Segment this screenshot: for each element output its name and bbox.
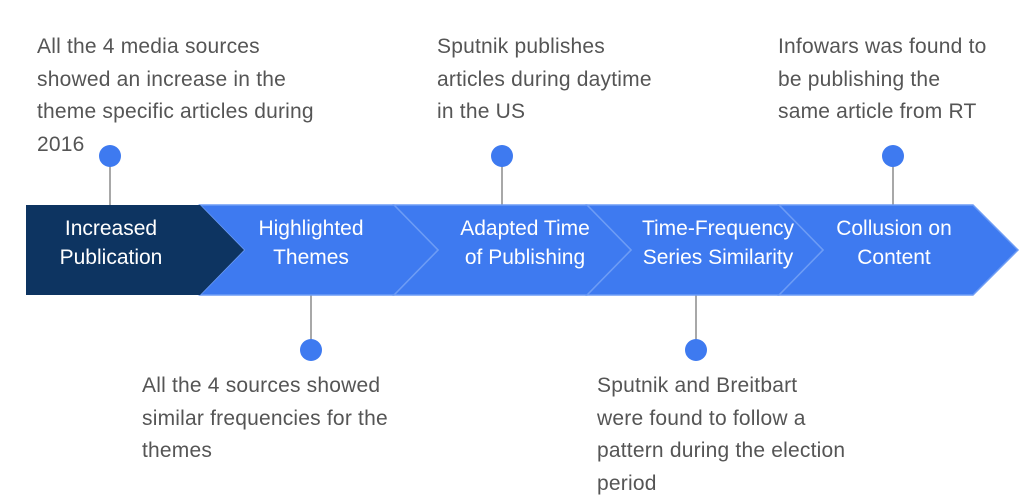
- marker-dot-step-1: [99, 145, 121, 167]
- note-step-3: Sputnik publishes articles during daytim…: [437, 35, 652, 123]
- step-label-3: Adapted Time of Publishing: [460, 217, 590, 269]
- note-step-5: Infowars was found to be publishing the …: [778, 35, 987, 123]
- note-step-2: All the 4 sources showed similar frequen…: [142, 374, 388, 462]
- step-label-1: Increased Publication: [59, 217, 163, 269]
- marker-dot-step-2: [300, 339, 322, 361]
- note-step-4: Sputnik and Breitbart were found to foll…: [597, 374, 846, 495]
- step-chevron-1: [26, 205, 244, 295]
- step-label-4: Time-Frequency Series Similarity: [641, 217, 795, 269]
- step-label-2: Highlighted Themes: [258, 217, 364, 269]
- marker-dot-step-5: [882, 145, 904, 167]
- step-label-5: Collusion on Content: [836, 217, 952, 269]
- note-step-1: All the 4 media sources showed an increa…: [37, 35, 314, 156]
- marker-dot-step-3: [491, 145, 513, 167]
- marker-dot-step-4: [685, 339, 707, 361]
